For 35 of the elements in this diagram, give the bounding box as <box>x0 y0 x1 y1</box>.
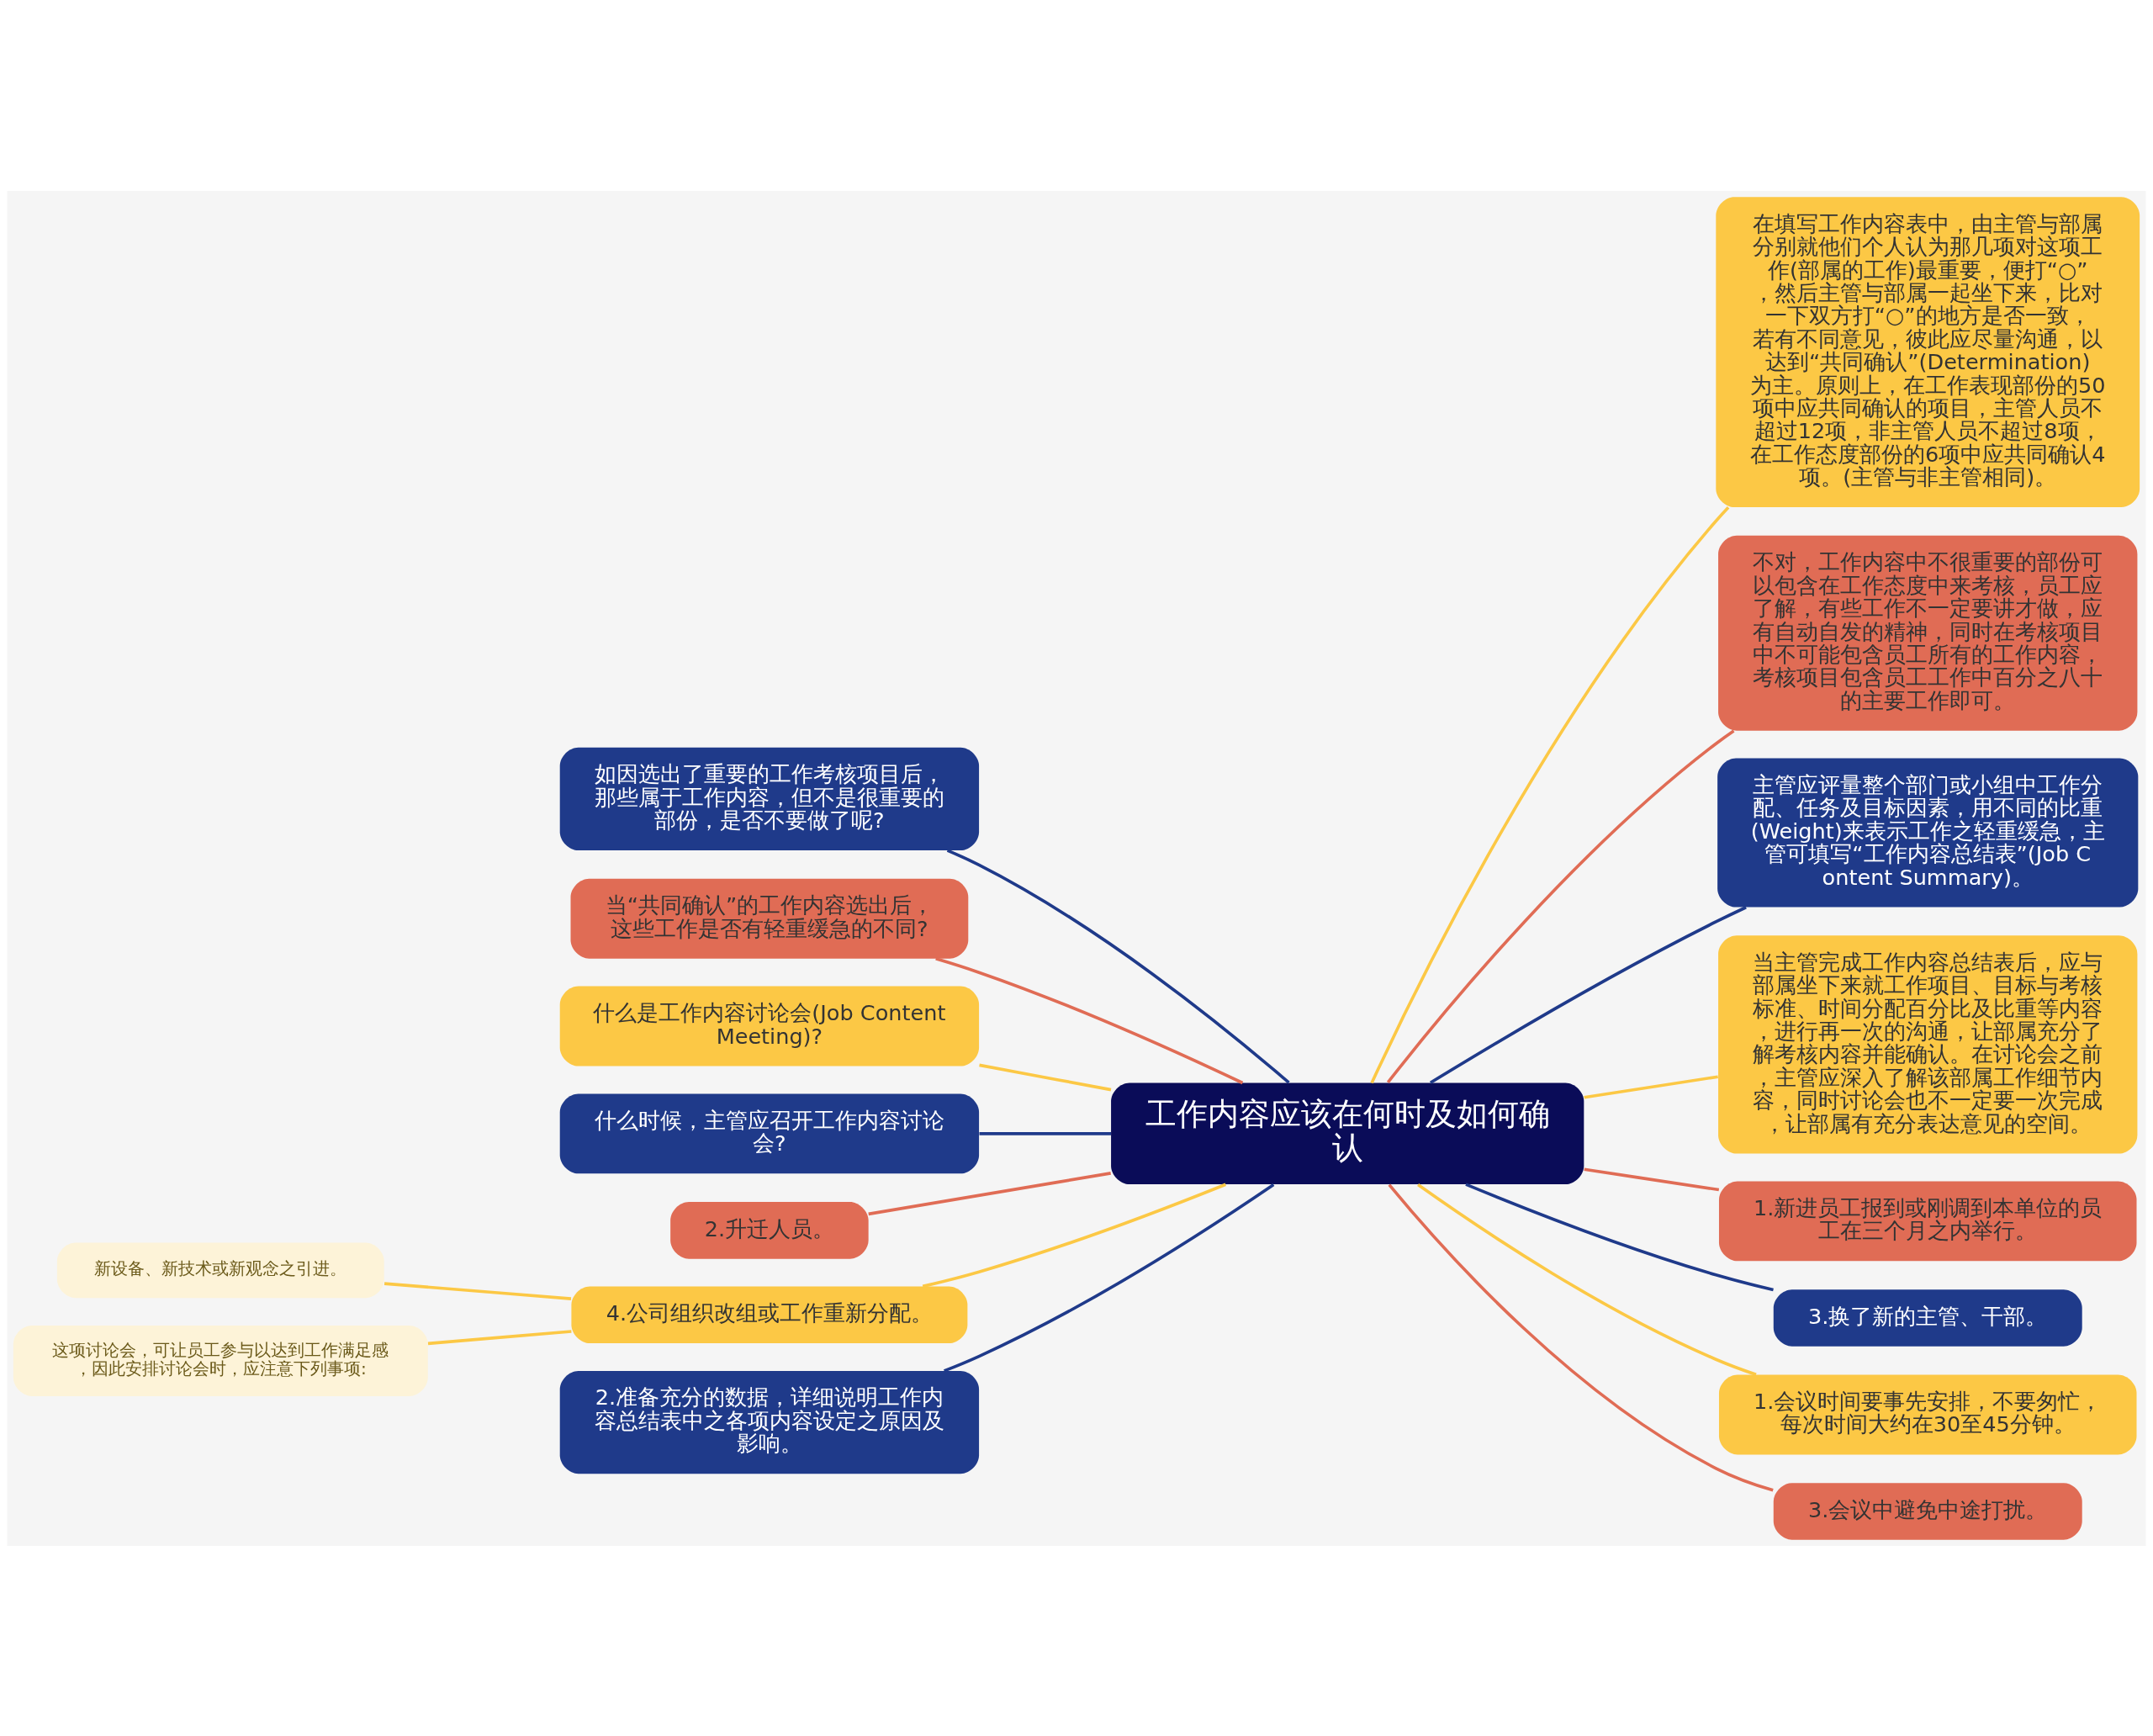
node-box: 当主管完成工作内容总结表后，应与部属坐下来就工作项目、目标与考核标准、时间分配百分比及比重等内容，进行再一次的沟通，让部属充分了解考核内容并能确认。在讨论会之前，主管应深入了解该部属工作细节内容，同时讨论会也不一定要一次完成，让部属有充分表达意见的空间。 <box>1718 934 2138 1154</box>
connector <box>1465 1182 1774 1291</box>
node-box: 什么时候，主管应召开工作内容讨论会? <box>559 1093 980 1173</box>
node-box: 3.换了新的主管、干部。 <box>1773 1289 2082 1347</box>
node-box: 2.准备充分的数据，详细说明工作内容总结表中之各项内容设定之原因及影响。 <box>559 1370 980 1474</box>
connector <box>979 1063 1112 1091</box>
node-box: 这项讨论会，可让员工参与以达到工作满足感，因此安排讨论会时，应注意下列事项: <box>13 1325 428 1396</box>
node-box: 3.会议中避免中途打扰。 <box>1773 1482 2082 1540</box>
connector <box>979 1131 1111 1135</box>
node-box: 2.升迁人员。 <box>670 1201 869 1259</box>
node-box: 1.新进员工报到或刚调到本单位的员工在三个月之内举行。 <box>1718 1180 2137 1261</box>
connector <box>935 956 1244 1084</box>
connector <box>922 1183 1227 1288</box>
connector <box>1584 1074 1718 1099</box>
node-box: 1.会议时间要事先安排，不要匆忙，每次时间大约在30至45分钟。 <box>1718 1373 2137 1454</box>
connector <box>943 1183 1275 1373</box>
connector <box>427 1329 572 1345</box>
connector <box>384 1281 572 1300</box>
connector <box>1370 505 1730 1083</box>
connector <box>1584 1167 1720 1191</box>
node-box: 当“共同确认”的工作内容选出后，这些工作是否有轻重缓急的不同? <box>570 878 969 959</box>
node-box: 新设备、新技术或新观念之引进。 <box>56 1241 384 1298</box>
node-box: 如因选出了重要的工作考核项目后，那些属于工作内容，但不是很重要的部份，是否不要做了呢? <box>559 747 980 850</box>
connector <box>1429 905 1747 1084</box>
connector <box>946 848 1290 1083</box>
node-box: 4.公司组织改组或工作重新分配。 <box>571 1286 968 1343</box>
connector <box>868 1171 1111 1215</box>
node-box: 工作内容应该在何时及如何确认 <box>1111 1082 1584 1184</box>
connector <box>1386 728 1735 1083</box>
connector <box>1417 1183 1757 1376</box>
node-box: 主管应评量整个部门或小组中工作分配、任务及目标因素，用不同的比重(Weight)来表示工作之轻重缓急，主管可填写“工作内容总结表”(Job Content Summary)。 <box>1717 758 2139 908</box>
node-box: 不对，工作内容中不很重要的部份可以包含在工作态度中来考核，员工应了解，有些工作不一定要讲才做，应有自动自发的精神，同时在考核项目中不可能包含员工所有的工作内容，考核项目包含员工工作中百分之八十的主要工作即可。 <box>1718 535 2138 731</box>
node-box: 在填写工作内容表中，由主管与部属分别就他们个人认为那几项对这项工作(部属的工作)最重要，便打“○”，然后主管与部属一起坐下来，比对一下双方打“○”的地方是否一致，若有不同意见，彼此应尽量沟通，以达到“共同确认”(Determination)为主。原则上，在工作表现部份的50项中应共同确认的项目，主管人员不超过12项，非主管人员不超过8项，在工作态度部份的6项中应共同确认4项。(主管与非主管相同)。 <box>1716 196 2140 507</box>
node-box: 什么是工作内容讨论会(Job Content Meeting)? <box>559 986 980 1066</box>
connector <box>1388 1183 1774 1491</box>
